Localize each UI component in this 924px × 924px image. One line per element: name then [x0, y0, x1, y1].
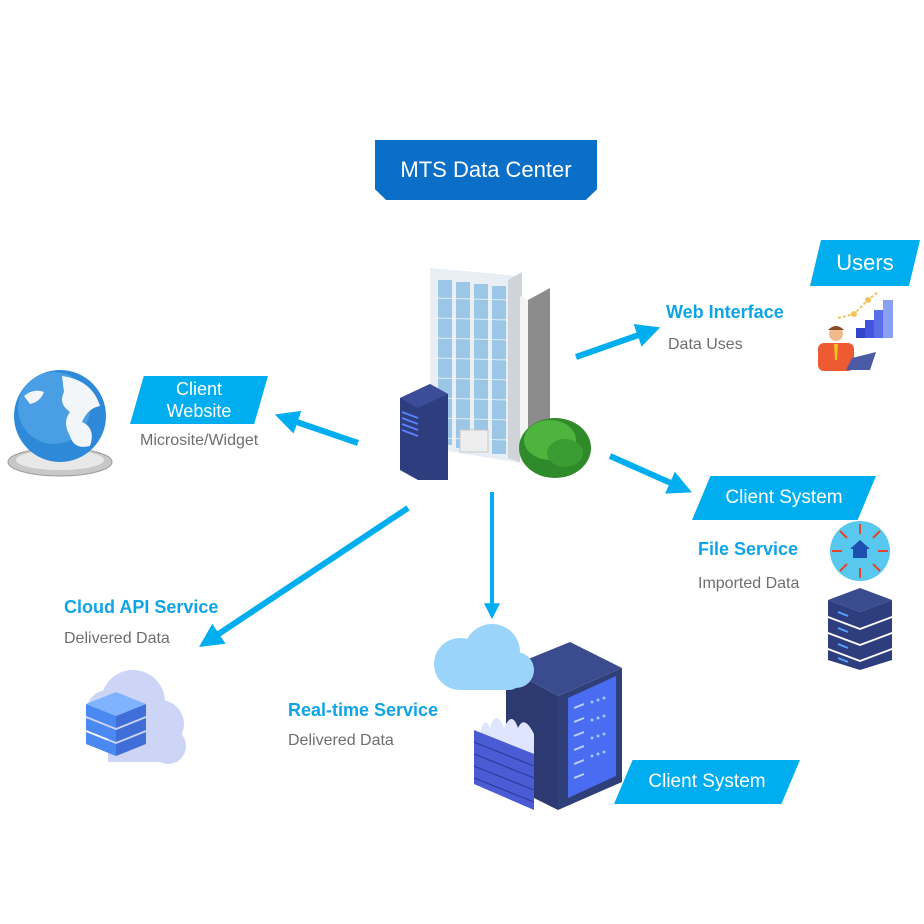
firewall-server-icon	[434, 624, 622, 810]
arrow-to-web-interface	[575, 324, 661, 360]
realtime-subtitle: Delivered Data	[288, 732, 394, 749]
users-banner: Users	[810, 240, 920, 286]
client-system-file-banner: Client System	[692, 476, 876, 520]
client-system-file-banner-label: Client System	[725, 487, 843, 508]
data-center-title-text: MTS Data Center	[400, 157, 572, 182]
arrow-to-client-website	[274, 410, 359, 446]
web-interface-subtitle: Data Uses	[668, 336, 743, 353]
arrow-to-cloud-api	[199, 505, 410, 647]
data-center-building-icon	[400, 268, 591, 480]
import-target-icon	[830, 521, 890, 581]
globe-icon	[7, 370, 113, 477]
client-system-realtime-banner: Client System	[614, 760, 800, 804]
file-service-title: File Service	[698, 539, 799, 559]
data-center-title: MTS Data Center	[375, 140, 597, 200]
web-interface-title: Web Interface	[666, 302, 784, 322]
client-website-banner-line2: Website	[166, 401, 232, 421]
cloud-api-title: Cloud API Service	[64, 597, 219, 617]
file-service-subtitle: Imported Data	[698, 575, 800, 592]
client-system-realtime-banner-label: Client System	[648, 771, 766, 792]
server-stack-icon	[828, 588, 892, 670]
user-analytics-icon	[818, 291, 893, 371]
client-website-subtitle: Microsite/Widget	[140, 432, 259, 449]
cloud-server-icon	[86, 670, 186, 764]
cloud-api-subtitle: Delivered Data	[64, 630, 170, 647]
client-website-banner: Client Website	[130, 376, 268, 424]
arrow-to-client-system-file	[608, 453, 692, 494]
realtime-title: Real-time Service	[288, 700, 439, 720]
client-website-banner-line1: Client	[175, 379, 223, 399]
users-banner-label: Users	[836, 250, 894, 275]
